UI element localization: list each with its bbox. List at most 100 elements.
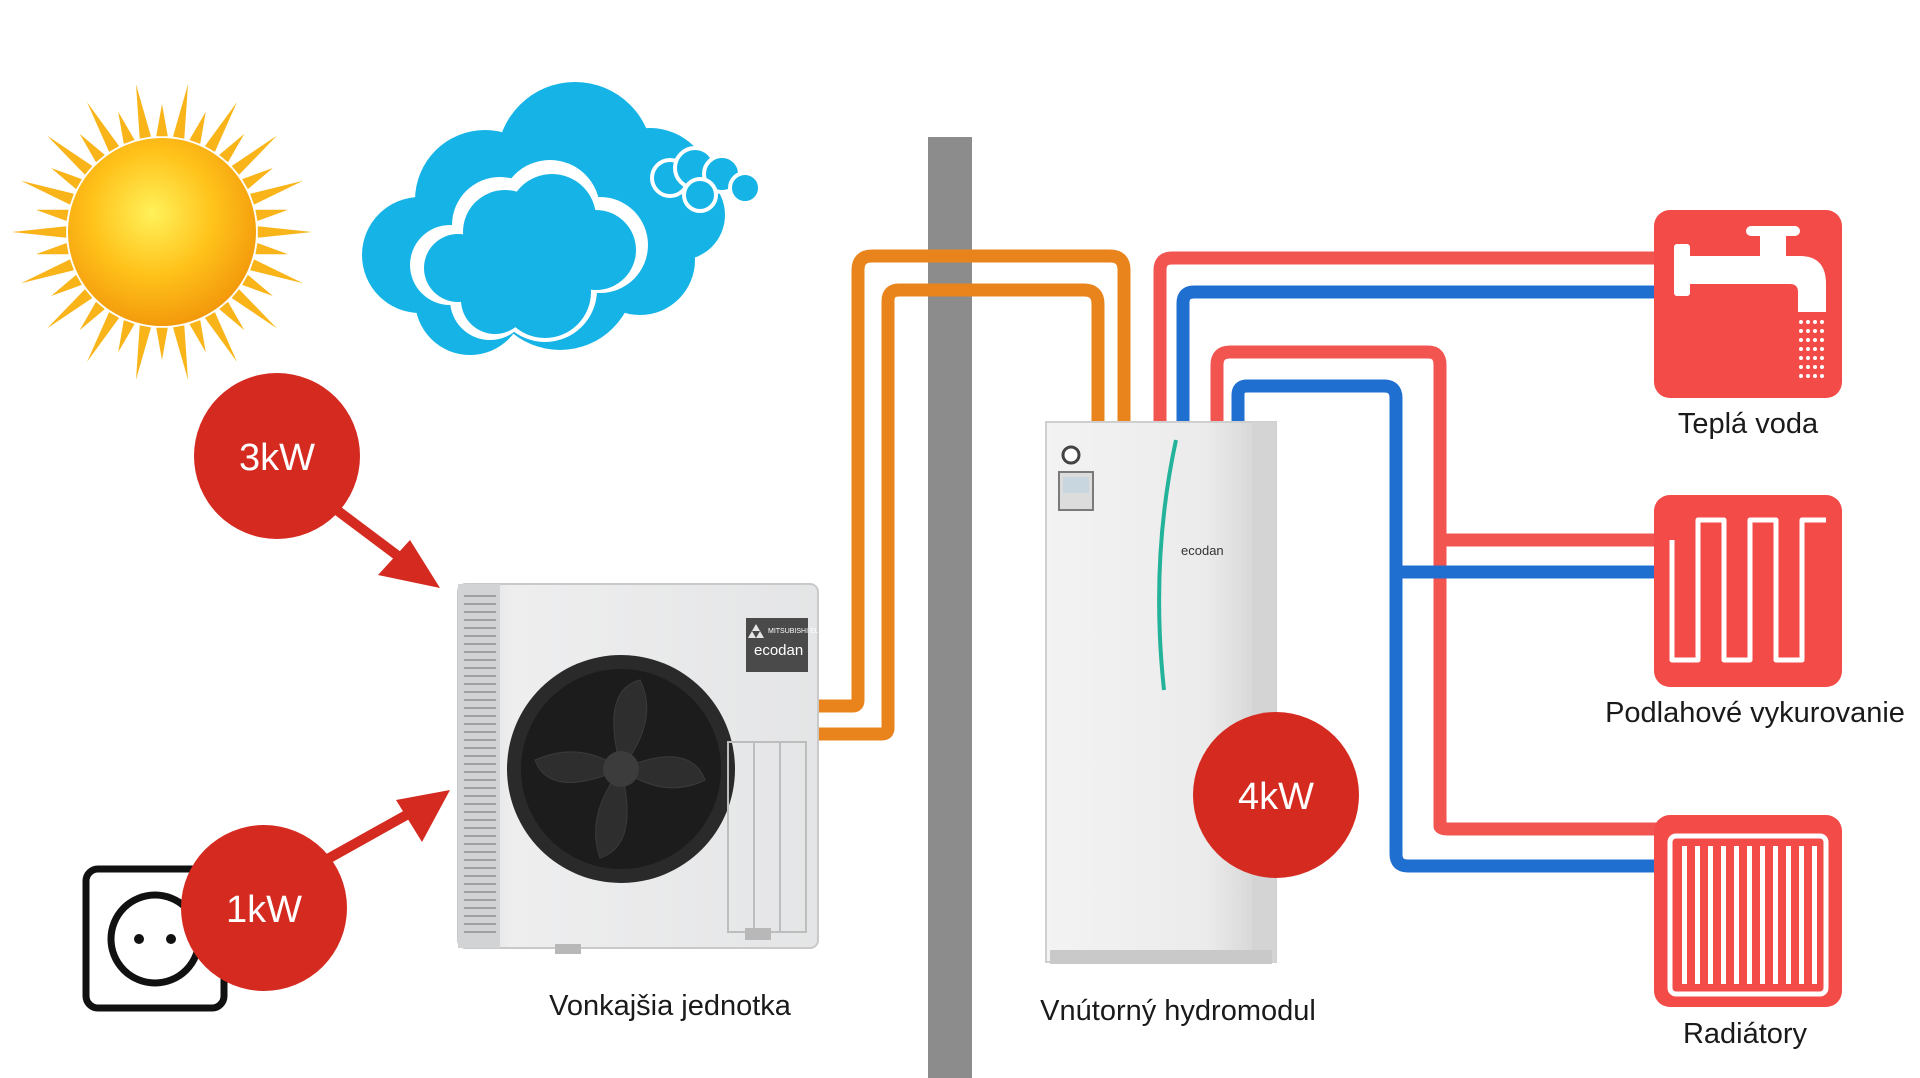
- sun-ray: [47, 135, 93, 175]
- water-drop: [1813, 338, 1817, 342]
- sun-ray: [173, 84, 188, 139]
- sun-ray: [156, 327, 168, 360]
- sun-ray: [118, 320, 135, 353]
- sun-ray: [255, 243, 289, 255]
- floor-heating-icon: [1654, 495, 1842, 687]
- sun-ray: [21, 180, 74, 205]
- indoor-unit: ecodan: [1045, 421, 1277, 964]
- water-drop: [1806, 320, 1810, 324]
- water-drop: [1799, 365, 1803, 369]
- water-drop: [1806, 347, 1810, 351]
- water-drop: [1820, 338, 1824, 342]
- sun-ray: [136, 84, 151, 139]
- output-power-value: 4kW: [1238, 776, 1314, 818]
- water-drop: [1813, 347, 1817, 351]
- radiator-fin: [1812, 846, 1817, 984]
- outdoor-unit: MITSUBISHI ELECTRIC ecodan: [457, 583, 845, 954]
- wall: [928, 137, 972, 1078]
- sun-ray: [173, 325, 188, 380]
- water-drop: [1806, 329, 1810, 333]
- water-drop: [1813, 374, 1817, 378]
- sun-ray: [21, 259, 74, 284]
- outdoor-product-text: ecodan: [754, 642, 803, 659]
- radiator-fin: [1734, 846, 1739, 984]
- sun-ray: [250, 180, 303, 205]
- radiator-fin: [1799, 846, 1804, 984]
- water-drop: [1806, 356, 1810, 360]
- refrigerant-pipes: [818, 249, 1131, 741]
- radiator-fin: [1747, 846, 1752, 984]
- sun-ray: [242, 274, 273, 296]
- sun-ray: [219, 301, 245, 331]
- indoor-unit-label: Vnútorný hydromodul: [1040, 995, 1316, 1027]
- sun-ray: [118, 111, 135, 144]
- indoor-product-text: ecodan: [1181, 543, 1224, 558]
- sun-ray: [47, 289, 93, 329]
- sun-ray: [242, 168, 273, 190]
- radiators-label: Radiátory: [1683, 1018, 1808, 1050]
- cloud-icon: [362, 82, 762, 355]
- water-drop: [1813, 356, 1817, 360]
- sun-ray: [87, 102, 120, 152]
- radiator-fin: [1708, 846, 1713, 984]
- water-drop: [1799, 320, 1803, 324]
- pressure-gauge-icon: [1061, 445, 1081, 465]
- sun-ray: [189, 320, 206, 353]
- sun-ray: [231, 135, 277, 175]
- water-tap-icon: [1654, 210, 1842, 398]
- sun-ray: [51, 274, 82, 296]
- radiator-fin: [1695, 846, 1700, 984]
- sun-ray: [255, 209, 289, 221]
- radiator-icon: [1654, 815, 1842, 1007]
- sun-ray: [79, 301, 105, 331]
- sun-ray: [257, 226, 312, 238]
- sun-ray: [12, 226, 67, 238]
- radiator-fin: [1721, 846, 1726, 984]
- water-drop: [1799, 347, 1803, 351]
- water-drop: [1820, 365, 1824, 369]
- mitsubishi-logo-icon: [748, 624, 764, 638]
- radiator-fin: [1760, 846, 1765, 984]
- sun-ray: [35, 209, 69, 221]
- sun-ray: [250, 259, 303, 284]
- arrows: [287, 501, 450, 885]
- hot-water-label: Teplá voda: [1678, 408, 1819, 440]
- floor-heating-label: Podlahové vykurovanie: [1605, 697, 1905, 729]
- water-drop: [1806, 338, 1810, 342]
- radiator-fin: [1682, 846, 1687, 984]
- water-drop: [1813, 365, 1817, 369]
- ambient-power-bubble: 3kW: [194, 373, 360, 539]
- water-drop: [1820, 320, 1824, 324]
- electric-power-bubble: 1kW: [181, 825, 347, 991]
- sun-ray: [156, 104, 168, 137]
- sun-ray: [219, 133, 245, 163]
- water-drop: [1813, 329, 1817, 333]
- sun-ray: [204, 102, 237, 152]
- sun-ray: [189, 111, 206, 144]
- output-power-bubble: 4kW: [1193, 712, 1359, 878]
- water-drop: [1820, 347, 1824, 351]
- ambient-power-value: 3kW: [239, 437, 315, 479]
- water-drop: [1799, 374, 1803, 378]
- water-drop: [1799, 329, 1803, 333]
- sun-ray: [231, 289, 277, 329]
- sun-ray: [35, 243, 69, 255]
- water-drop: [1806, 374, 1810, 378]
- teal-accent-stripe: [1157, 439, 1178, 691]
- water-drop: [1820, 356, 1824, 360]
- water-drop: [1799, 356, 1803, 360]
- sun-ray: [87, 312, 120, 362]
- water-drop: [1820, 329, 1824, 333]
- outdoor-unit-label: Vonkajšia jednotka: [549, 990, 792, 1022]
- sun-ray: [51, 168, 82, 190]
- water-drop: [1799, 338, 1803, 342]
- hot-water-pipes: [1153, 251, 1660, 836]
- water-drop: [1820, 374, 1824, 378]
- return-pipes: [1176, 285, 1660, 873]
- radiator-fin: [1773, 846, 1778, 984]
- radiator-fin: [1786, 846, 1791, 984]
- sun-ray: [79, 133, 105, 163]
- sun-ray: [204, 312, 237, 362]
- water-drop: [1813, 320, 1817, 324]
